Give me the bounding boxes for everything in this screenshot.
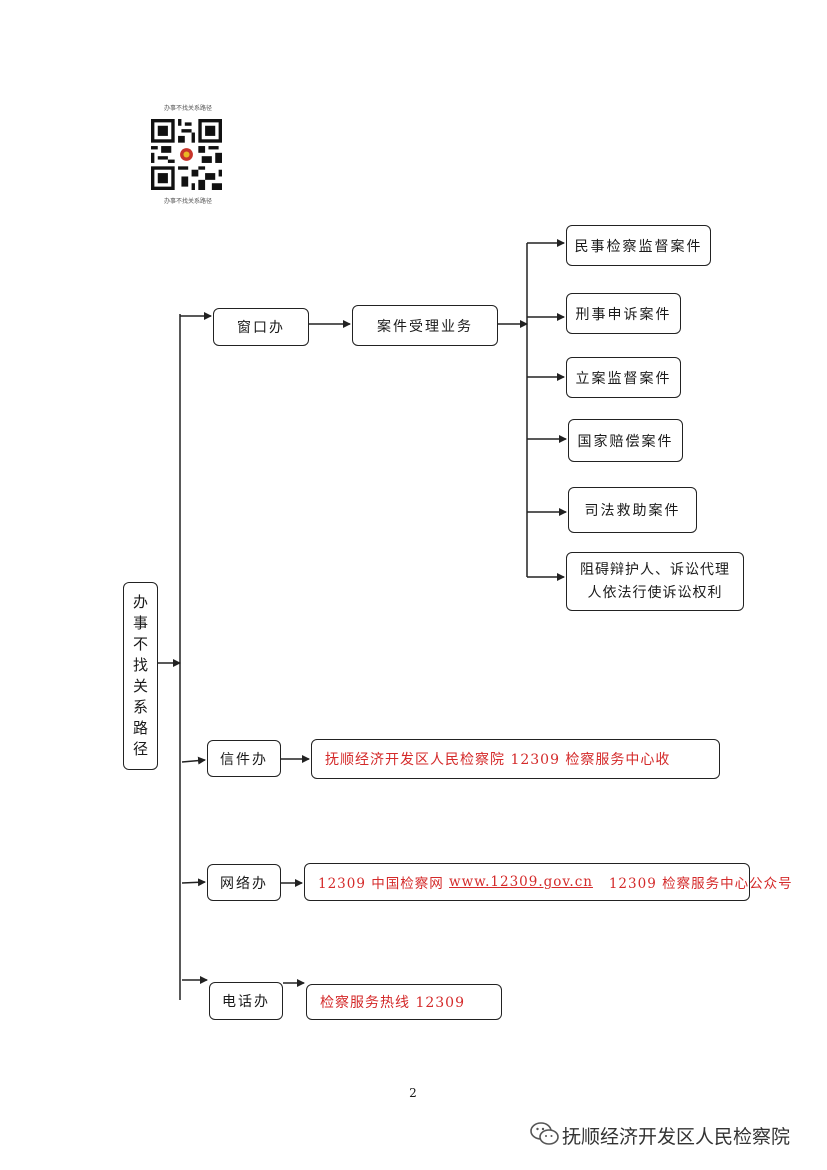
root-char: 办: [132, 593, 148, 611]
root-char: 径: [132, 740, 148, 758]
wechat-icon: [530, 1122, 559, 1145]
case-criminal-appeal: 刑事申诉案件: [566, 293, 681, 334]
network-detail-b: 12309 检察服务中心公众号: [592, 876, 793, 892]
case-obstruction-rights: 阻碍辩护人、诉讼代理 人依法行使诉讼权利: [566, 552, 744, 611]
qr-caption-bottom: 办事不找关系路径: [163, 198, 212, 205]
case-obstruction-line2: 人依法行使诉讼权利: [587, 584, 723, 601]
network-detail-a: 12309 中国检察网: [318, 876, 450, 892]
root-char: 系: [132, 698, 148, 716]
page-number: 2: [409, 1086, 417, 1100]
case-state-compensation: 国家赔偿案件: [568, 419, 683, 462]
case-civil-supervision: 民事检察监督案件: [566, 225, 711, 266]
root-node: 办 事 不 找 关 系 路 径: [123, 582, 158, 770]
node-letter: 信件办: [207, 740, 281, 777]
qr-caption-top: 办事不找关系路径: [163, 105, 212, 112]
qr-code-icon: [151, 119, 222, 190]
case-judicial-aid: 司法救助案件: [568, 487, 697, 533]
node-case-acceptance: 案件受理业务: [352, 305, 498, 346]
node-network: 网络办: [207, 864, 281, 901]
root-char: 关: [132, 677, 148, 695]
root-char: 找: [132, 656, 148, 674]
letter-detail: 抚顺经济开发区人民检察院 12309 检察服务中心收: [311, 739, 720, 779]
case-obstruction-line1: 阻碍辩护人、诉讼代理: [580, 561, 730, 578]
root-char: 不: [132, 635, 148, 653]
case-filing-supervision: 立案监督案件: [566, 357, 681, 398]
network-detail: 12309 中国检察网 www.12309.gov.cn 12309 检察服务中…: [304, 863, 792, 901]
node-phone: 电话办: [209, 982, 283, 1020]
phone-detail: 检察服务热线 12309: [306, 984, 502, 1020]
footer-account-name: 抚顺经济开发区人民检察院: [562, 1126, 791, 1148]
root-char: 路: [132, 719, 148, 737]
root-char: 事: [132, 614, 148, 632]
network-website-link[interactable]: www.12309.gov.cn: [449, 874, 593, 890]
node-window: 窗口办: [213, 308, 309, 346]
